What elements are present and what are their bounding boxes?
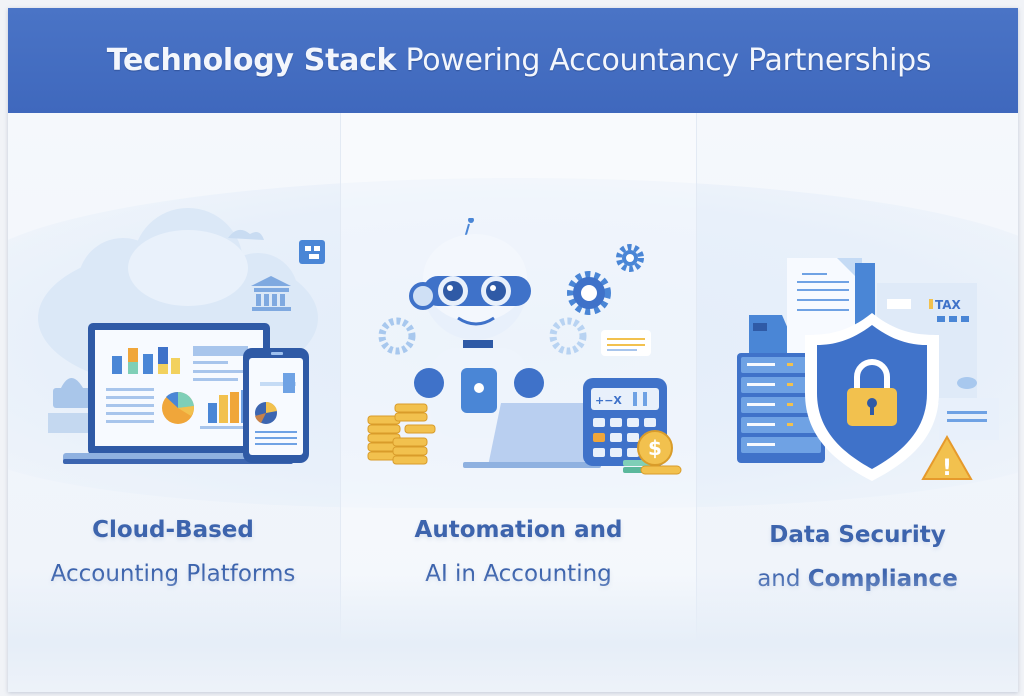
gear-icon	[616, 244, 644, 272]
caption-line-1: Cloud-Based	[92, 517, 254, 543]
pie-chart-icon	[162, 391, 195, 424]
padlock-icon	[847, 359, 897, 426]
gear-icon	[567, 271, 611, 315]
background-floor	[8, 572, 1018, 692]
caption-line-1: Automation and	[414, 517, 623, 543]
server-rack-icon	[737, 353, 825, 463]
panel-data-security: TAX	[697, 113, 1018, 692]
dollar-coin-icon: $	[637, 430, 682, 475]
content-area: Cloud-Based Accounting Platforms	[8, 113, 1018, 692]
svg-text:!: !	[942, 456, 952, 481]
coin-stack-icon	[367, 403, 436, 465]
laptop-icon	[463, 403, 601, 468]
warning-icon: !	[921, 434, 973, 481]
gear-icon	[378, 317, 587, 355]
caption-line-1: Data Security	[769, 522, 946, 548]
bar-chart-icon	[112, 347, 180, 374]
cloud-accounting-illustration	[38, 208, 325, 464]
title-bold: Technology Stack	[106, 43, 397, 78]
header-banner: Technology Stack Powering Accountancy Pa…	[8, 8, 1018, 113]
svg-text:+−X: +−X	[595, 394, 622, 407]
page-title: Technology Stack Powering Accountancy Pa…	[106, 43, 932, 78]
smartphone-icon	[243, 348, 309, 463]
data-security-illustration: TAX	[737, 258, 999, 481]
svg-text:$: $	[648, 436, 662, 460]
title-light: Powering Accountancy Partnerships	[405, 43, 932, 78]
svg-text:TAX: TAX	[935, 298, 962, 312]
robot-icon	[409, 218, 544, 438]
bank-icon	[251, 276, 291, 311]
infographic-frame: Technology Stack Powering Accountancy Pa…	[8, 8, 1018, 692]
automation-ai-illustration: +−X	[367, 218, 682, 475]
network-icon	[299, 240, 325, 264]
